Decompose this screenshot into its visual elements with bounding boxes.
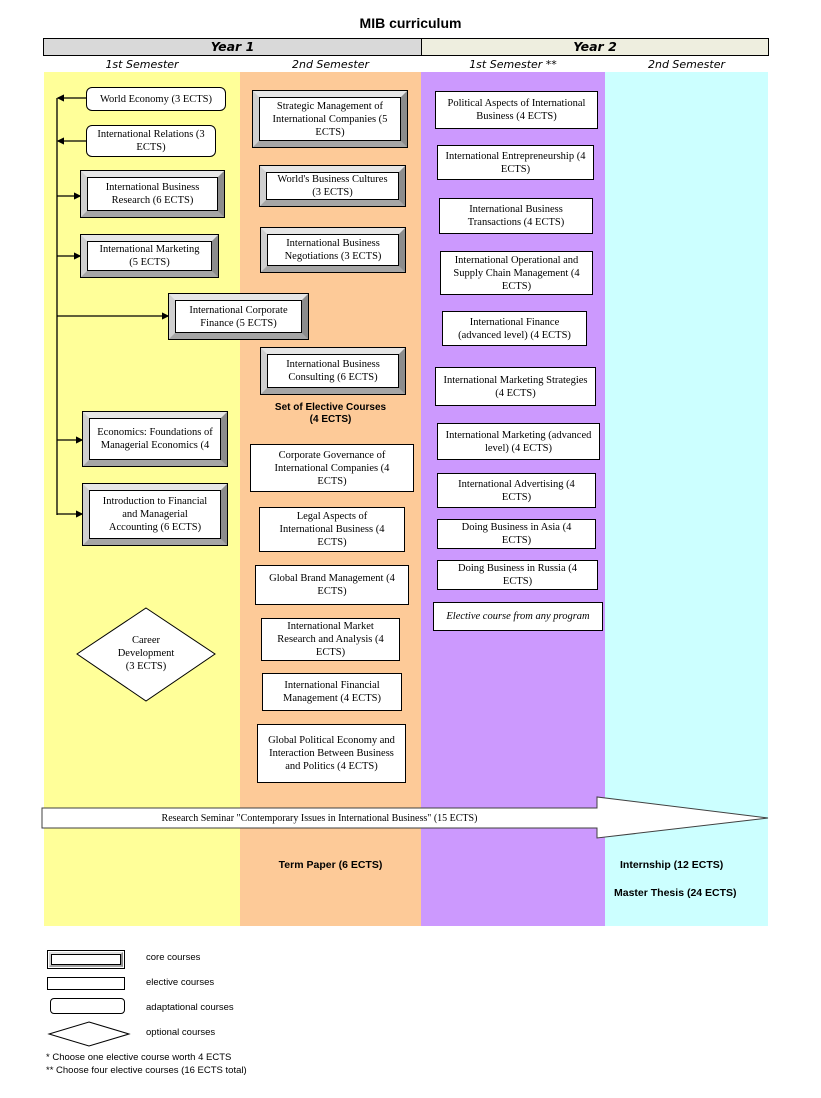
course-core[interactable]: Strategic Management of International Co… [252, 90, 408, 148]
course-elective[interactable]: Doing Business in Asia (4 ECTS) [437, 519, 596, 549]
course-core[interactable]: World's Business Cultures (3 ECTS) [259, 165, 406, 207]
legend-swatch-core [47, 950, 125, 969]
semester-header-y2s2: 2nd Semester [647, 58, 726, 71]
research-seminar-arrow[interactable] [0, 790, 821, 860]
semester-header-y1s2: 2nd Semester [291, 58, 370, 71]
course-core[interactable]: International Corporate Finance (5 ECTS) [168, 293, 309, 340]
optional-course-diamond[interactable] [76, 607, 216, 702]
course-elective[interactable]: Legal Aspects of International Business … [259, 507, 405, 552]
column-year1-sem2 [240, 72, 421, 926]
course-elective[interactable]: International Business Transactions (4 E… [439, 198, 593, 234]
column-year2-sem2 [605, 72, 768, 926]
course-elective[interactable]: International Marketing Strategies (4 EC… [435, 367, 596, 406]
year-1-header: Year 1 [43, 38, 422, 56]
course-core[interactable]: Economics: Foundations of Managerial Eco… [82, 411, 228, 467]
footnote-single-asterisk: * Choose one elective course worth 4 ECT… [46, 1052, 232, 1063]
legend-label-adaptational: adaptational courses [146, 1002, 234, 1013]
legend-swatch-optional [47, 1021, 131, 1047]
footnote-double-asterisk: ** Choose four elective courses (16 ECTS… [46, 1065, 247, 1076]
course-adaptational[interactable]: World Economy (3 ECTS) [86, 87, 226, 111]
course-elective[interactable]: Corporate Governance of International Co… [250, 444, 414, 492]
page-title: MIB curriculum [359, 15, 462, 31]
legend-swatch-elective [47, 977, 125, 990]
legend-label-core: core courses [146, 952, 201, 963]
course-core[interactable]: International Business Negotiations (3 E… [260, 227, 406, 273]
elective-set-label: Set of Elective Courses [274, 402, 387, 413]
legend-label-elective: elective courses [146, 977, 215, 988]
research-seminar-label: Research Seminar "Contemporary Issues in… [161, 813, 478, 824]
semester-header-y1s1: 1st Semester [105, 58, 179, 71]
course-core[interactable]: International Business Research (6 ECTS) [80, 170, 225, 218]
year-2-header: Year 2 [421, 38, 769, 56]
semester-header-y2s1: 1st Semester ** [469, 58, 557, 71]
course-elective[interactable]: Global Brand Management (4 ECTS) [255, 565, 409, 605]
course-elective-any-program[interactable]: Elective course from any program [433, 602, 603, 631]
course-optional-label: Career Development (3 ECTS) [117, 634, 175, 672]
elective-set-ects: (4 ECTS) [309, 414, 352, 425]
internship-label: Internship (12 ECTS) [620, 859, 724, 871]
course-core[interactable]: Introduction to Financial and Managerial… [82, 483, 228, 546]
course-elective[interactable]: International Finance (advanced level) (… [442, 311, 587, 346]
legend-swatch-adaptational [50, 998, 125, 1014]
course-elective[interactable]: International Operational and Supply Cha… [440, 251, 593, 295]
master-thesis-label: Master Thesis (24 ECTS) [614, 887, 737, 899]
term-paper-label: Term Paper (6 ECTS) [278, 859, 383, 871]
course-elective[interactable]: Doing Business in Russia (4 ECTS) [437, 560, 598, 590]
course-core[interactable]: International Business Consulting (6 ECT… [260, 347, 406, 395]
course-elective[interactable]: International Marketing (advanced level)… [437, 423, 600, 460]
course-elective[interactable]: International Advertising (4 ECTS) [437, 473, 596, 508]
course-elective[interactable]: International Entrepreneurship (4 ECTS) [437, 145, 594, 180]
course-elective[interactable]: International Market Research and Analys… [261, 618, 400, 661]
course-elective[interactable]: International Financial Management (4 EC… [262, 673, 402, 711]
course-elective[interactable]: Global Political Economy and Interaction… [257, 724, 406, 783]
course-core[interactable]: International Marketing (5 ECTS) [80, 234, 219, 278]
course-elective[interactable]: Political Aspects of International Busin… [435, 91, 598, 129]
course-adaptational[interactable]: International Relations (3 ECTS) [86, 125, 216, 157]
legend-label-optional: optional courses [146, 1027, 216, 1038]
